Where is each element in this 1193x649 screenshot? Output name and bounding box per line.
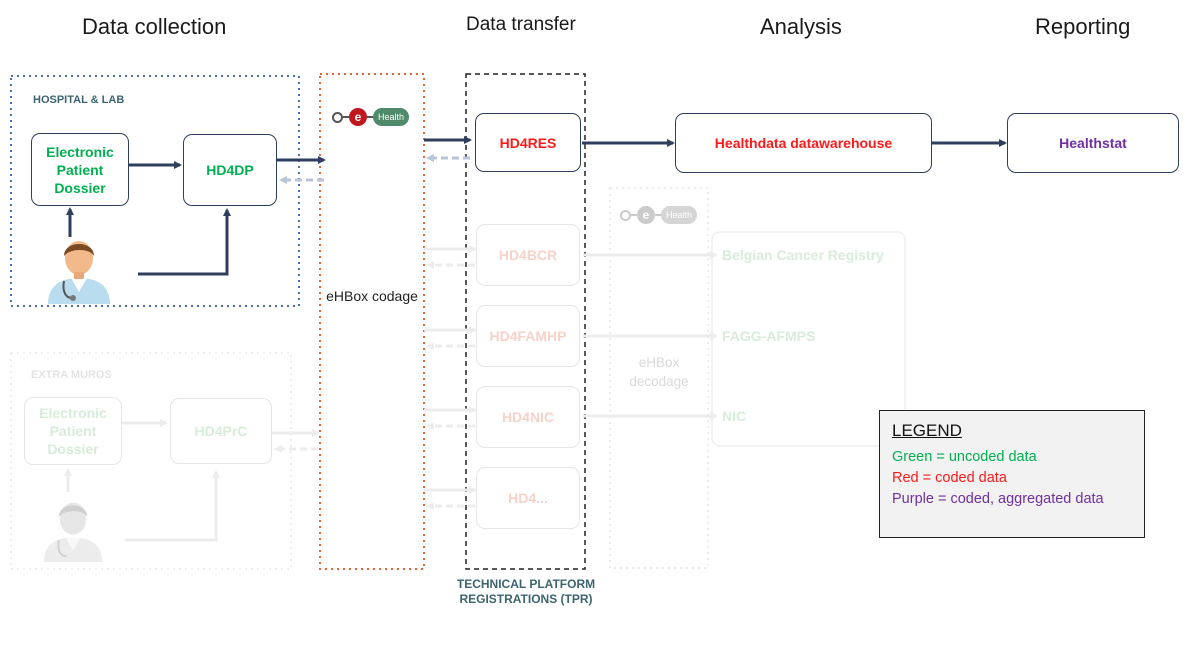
targets-frame [711, 231, 906, 447]
tpr-caption: TECHNICAL PLATFORM REGISTRATIONS (TPR) [456, 577, 596, 606]
coding-label: eHBox codage [326, 288, 418, 304]
hd4prc-label: HD4PrC [194, 423, 248, 439]
heading-analysis: Analysis [760, 14, 842, 39]
coding-frame [319, 73, 425, 570]
healthstat-label: Healthstat [1059, 135, 1127, 151]
target-nic: NIC [722, 408, 747, 424]
hd4more-label: HD4... [508, 490, 548, 506]
hospital-title: HOSPITAL & LAB [33, 94, 125, 106]
legend-purple: Purple = coded, aggregated data [892, 491, 1104, 507]
ehealth-ring-faded-icon [620, 209, 631, 221]
legend: LEGEND Green = uncoded data Red = coded … [879, 410, 1145, 538]
extra-muros-frame [10, 352, 292, 570]
legend-title: LEGEND [892, 421, 962, 440]
ehealth-ring-icon [332, 111, 343, 123]
target-bcr: Belgian Cancer Registry [722, 247, 884, 263]
doctor-icon [48, 241, 110, 304]
hd4prc-box[interactable]: HD4PrC [170, 398, 272, 464]
hd4dp-box[interactable]: HD4DP [183, 134, 277, 206]
ehealth-logo-faded: e Health [620, 206, 698, 224]
heading-data-collection: Data collection [82, 14, 227, 39]
legend-green: Green = uncoded data [892, 449, 1037, 465]
ehealth-logo: e Health [332, 108, 410, 126]
arrow-doctor-to-hd4dp [138, 208, 231, 276]
epd-box[interactable]: Electronic Patient Dossier [31, 133, 129, 206]
decoding-label: eHBox decodage [629, 355, 689, 389]
hd4famhp-box[interactable]: HD4FAMHP [476, 305, 580, 367]
extra-doctor-icon [43, 502, 103, 562]
extra-muros-title: EXTRA MUROS [31, 369, 112, 381]
hd4dp-label: HD4DP [206, 162, 254, 178]
hd4res-box[interactable]: HD4RES [475, 113, 581, 172]
hd4famhp-label: HD4FAMHP [489, 328, 567, 344]
arrow-extra-doctor-to-hd4prc [125, 470, 220, 542]
hd4bcr-label: HD4BCR [498, 247, 558, 263]
hd4more-box[interactable]: HD4... [476, 467, 580, 529]
ehealth-text-faded: Health [661, 206, 698, 224]
healthstat-box[interactable]: Healthstat [1007, 113, 1179, 173]
heading-reporting: Reporting [1035, 14, 1131, 39]
hd4bcr-box[interactable]: HD4BCR [476, 224, 580, 286]
target-fagg: FAGG-AFMPS [722, 328, 816, 344]
hospital-frame [10, 75, 300, 307]
epd-label: Electronic Patient Dossier [46, 143, 114, 196]
decoding-frame [609, 187, 709, 569]
warehouse-box[interactable]: Healthdata datawarehouse [675, 113, 932, 173]
warehouse-label: Healthdata datawarehouse [714, 135, 893, 151]
ehealth-e: e [349, 108, 367, 126]
extra-epd-box[interactable]: Electronic Patient Dossier [24, 397, 122, 465]
legend-red: Red = coded data [892, 470, 1007, 486]
hd4nic-box[interactable]: HD4NIC [476, 386, 580, 448]
ehealth-e-faded: e [637, 206, 655, 224]
ehealth-text: Health [373, 108, 410, 126]
hd4nic-label: HD4NIC [501, 409, 555, 425]
hd4res-label: HD4RES [499, 134, 557, 151]
extra-epd-label: Electronic Patient Dossier [39, 405, 107, 457]
heading-data-transfer: Data transfer [466, 14, 576, 35]
